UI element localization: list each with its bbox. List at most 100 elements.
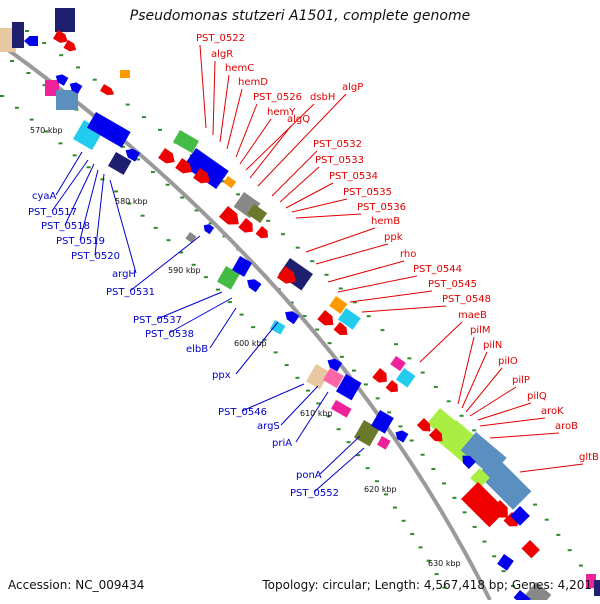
gene-box	[232, 256, 253, 277]
gene-label-pst-0533[interactable]: PST_0533	[315, 155, 364, 166]
tick-dot	[125, 103, 130, 106]
gene-label-argh[interactable]: argH	[112, 269, 136, 280]
tick-dot	[459, 414, 464, 417]
connector-line	[461, 351, 488, 409]
connector-line	[313, 447, 365, 493]
connector-line	[245, 103, 315, 171]
gene-label-piln[interactable]: pilN	[483, 340, 502, 351]
gene-label-hemc[interactable]: hemC	[225, 63, 254, 74]
gene-label-pst-0545[interactable]: PST_0545	[428, 279, 477, 290]
gene-label-gltb[interactable]: gltB	[579, 452, 599, 463]
gene-label-ppx[interactable]: ppx	[212, 370, 231, 381]
gene-label-pst-0532[interactable]: PST_0532	[313, 139, 362, 150]
tick-dot	[336, 428, 341, 431]
tick-dot	[556, 533, 561, 536]
tick-dot	[26, 72, 31, 75]
tick-dot	[251, 326, 256, 329]
gene-label-arob[interactable]: aroB	[555, 421, 578, 432]
gene-label-hemd[interactable]: hemD	[238, 77, 268, 88]
tick-dot	[58, 142, 63, 145]
gene-label-hemy[interactable]: hemY	[267, 107, 296, 118]
reverse-gene-arrow	[327, 358, 343, 372]
gene-label-pst-0519[interactable]: PST_0519	[56, 236, 105, 247]
gene-label-pst-0546[interactable]: PST_0546	[218, 407, 267, 418]
connector-line	[337, 275, 418, 293]
gene-label-pria[interactable]: priA	[272, 438, 292, 449]
tick-dot	[442, 586, 447, 589]
forward-gene-arrow	[428, 428, 443, 442]
gene-label-elbb[interactable]: elbB	[186, 344, 208, 355]
gene-label-pst-0552[interactable]: PST_0552	[290, 488, 339, 499]
gene-label-hemb[interactable]: hemB	[371, 216, 400, 227]
forward-gene-arrow	[333, 322, 348, 336]
gene-label-pst-0535[interactable]: PST_0535	[343, 187, 392, 198]
kbp-label: 620 kbp	[364, 485, 397, 494]
gene-label-pilq[interactable]: pilQ	[527, 391, 547, 402]
gene-label-algq[interactable]: algQ	[287, 114, 310, 125]
tick-dot	[327, 342, 332, 345]
gene-label-pona[interactable]: ponA	[296, 470, 322, 481]
gene-label-args[interactable]: argS	[257, 421, 280, 432]
gene-label-maeb[interactable]: maeB	[458, 310, 487, 321]
label-connectors	[51, 44, 584, 493]
reverse-gene-arrow	[69, 82, 83, 94]
tick-dot	[306, 389, 310, 392]
tick-dot	[433, 385, 438, 388]
gene-box	[461, 481, 507, 528]
tick-dot	[180, 196, 185, 199]
tick-dot	[136, 158, 140, 161]
tick-dot	[302, 315, 307, 317]
connector-line	[361, 305, 447, 313]
gene-label-pst-0536[interactable]: PST_0536	[357, 202, 406, 213]
gene-labels: PST_0522 algR hemC hemD PST_0526 hemY dsbHalgQ…	[28, 33, 599, 499]
gene-label-pilo[interactable]: pilO	[498, 356, 518, 367]
tick-dot	[315, 328, 320, 331]
accession-text: Accession: NC_009434	[8, 578, 145, 592]
tick-dot	[375, 397, 380, 400]
gene-label-rho[interactable]: rho	[400, 249, 416, 260]
gene-label-cyaa[interactable]: cyaA	[32, 191, 57, 202]
gene-label-pilm[interactable]: pilM	[470, 325, 491, 336]
gene-box	[247, 203, 268, 224]
tick-dot	[544, 518, 549, 521]
connector-line	[271, 150, 318, 197]
gene-label-pst-0538[interactable]: PST_0538	[145, 329, 194, 340]
tick-dot	[120, 145, 125, 148]
tick-dot	[153, 226, 158, 229]
forward-gene-arrow	[193, 168, 210, 184]
gene-label-pst-0534[interactable]: PST_0534	[329, 171, 378, 182]
reverse-gene-arrow	[395, 430, 409, 443]
gene-label-algp[interactable]: algP	[342, 82, 363, 93]
gene-box	[331, 399, 352, 418]
forward-gene-arrow	[63, 40, 77, 52]
gene-label-pst-0520[interactable]: PST_0520	[71, 251, 120, 262]
tick-dot	[179, 251, 184, 254]
gene-label-algr[interactable]: algR	[211, 49, 233, 60]
gene-label-ppk[interactable]: ppk	[384, 232, 403, 243]
tick-dot	[346, 441, 351, 444]
gene-box	[305, 363, 330, 390]
gene-label-pilp[interactable]: pilP	[512, 375, 530, 386]
gene-label-pst-0544[interactable]: PST_0544	[413, 264, 462, 275]
gene-label-dsbh[interactable]: dsbH	[310, 92, 335, 103]
gene-label-pst-0517[interactable]: PST_0517	[28, 207, 77, 218]
tick-dot	[310, 260, 315, 263]
gene-label-pst-0526[interactable]: PST_0526	[253, 92, 302, 103]
tick-dot	[165, 183, 170, 186]
forward-gene-arrow	[53, 30, 68, 43]
tick-dot	[284, 364, 289, 367]
gene-label-pst-0531[interactable]: PST_0531	[106, 287, 155, 298]
gene-label-pst-0518[interactable]: PST_0518	[41, 221, 90, 232]
tick-dot	[420, 453, 425, 456]
gene-label-pst-0537[interactable]: PST_0537	[133, 315, 182, 326]
gene-label-pst-0522[interactable]: PST_0522	[196, 33, 245, 44]
connector-line	[219, 74, 230, 143]
forward-gene-arrow	[490, 500, 508, 518]
gene-label-pst-0548[interactable]: PST_0548	[442, 294, 491, 305]
tick-dot	[442, 482, 446, 485]
forward-gene-arrow	[238, 218, 253, 233]
tick-dot	[262, 338, 267, 341]
gene-label-arok[interactable]: aroK	[541, 406, 564, 417]
genome-backbone	[0, 42, 492, 601]
